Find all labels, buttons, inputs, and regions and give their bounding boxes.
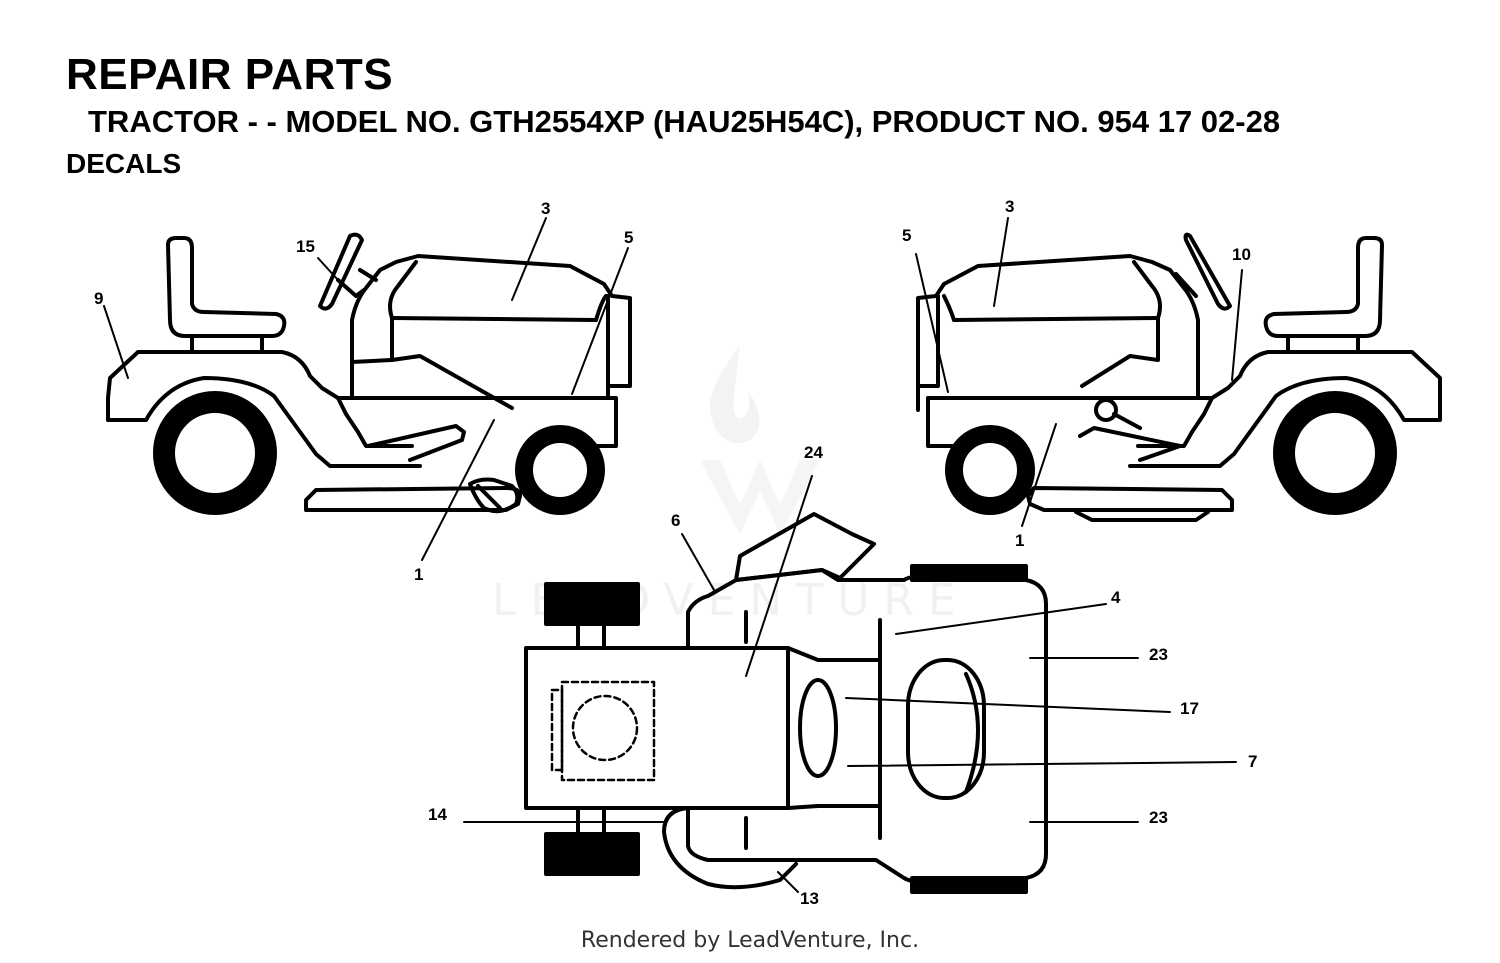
callout-6: 6 [671,511,680,530]
callout-17: 17 [1180,699,1199,718]
callout-1-left: 1 [414,565,423,584]
tractor-right-view [915,217,1442,527]
callout-5-right: 5 [902,226,911,245]
section-title: DECALS [66,148,182,179]
callout-14: 14 [428,805,447,824]
header: REPAIR PARTS [66,50,393,100]
callout-5-left: 5 [624,228,633,247]
callouts: 3 15 5 9 1 3 5 10 1 24 6 4 23 17 7 23 14… [94,197,1257,908]
callout-15-left: 15 [296,237,315,256]
callout-23-lower: 23 [1149,808,1168,827]
callout-7: 7 [1248,752,1257,771]
page-title: REPAIR PARTS [66,50,394,99]
flame-icon [709,345,760,444]
tractor-left-view [103,217,632,561]
lv-logo-icon [700,460,820,535]
callout-24: 24 [804,443,823,462]
footer-credit: Rendered by LeadVenture, Inc. [580,928,920,953]
tractor-top-view [463,475,1237,894]
page-subtitle: TRACTOR - - MODEL NO. GTH2554XP (HAU25H5… [88,104,1281,139]
callout-10-right: 10 [1232,245,1251,264]
callout-23-upper: 23 [1149,645,1168,664]
callout-3-right: 3 [1005,197,1014,216]
callout-9-left: 9 [94,289,103,308]
callout-4: 4 [1111,588,1121,607]
callout-3-left: 3 [541,199,550,218]
callout-1-right: 1 [1015,531,1024,550]
callout-13: 13 [800,889,819,908]
